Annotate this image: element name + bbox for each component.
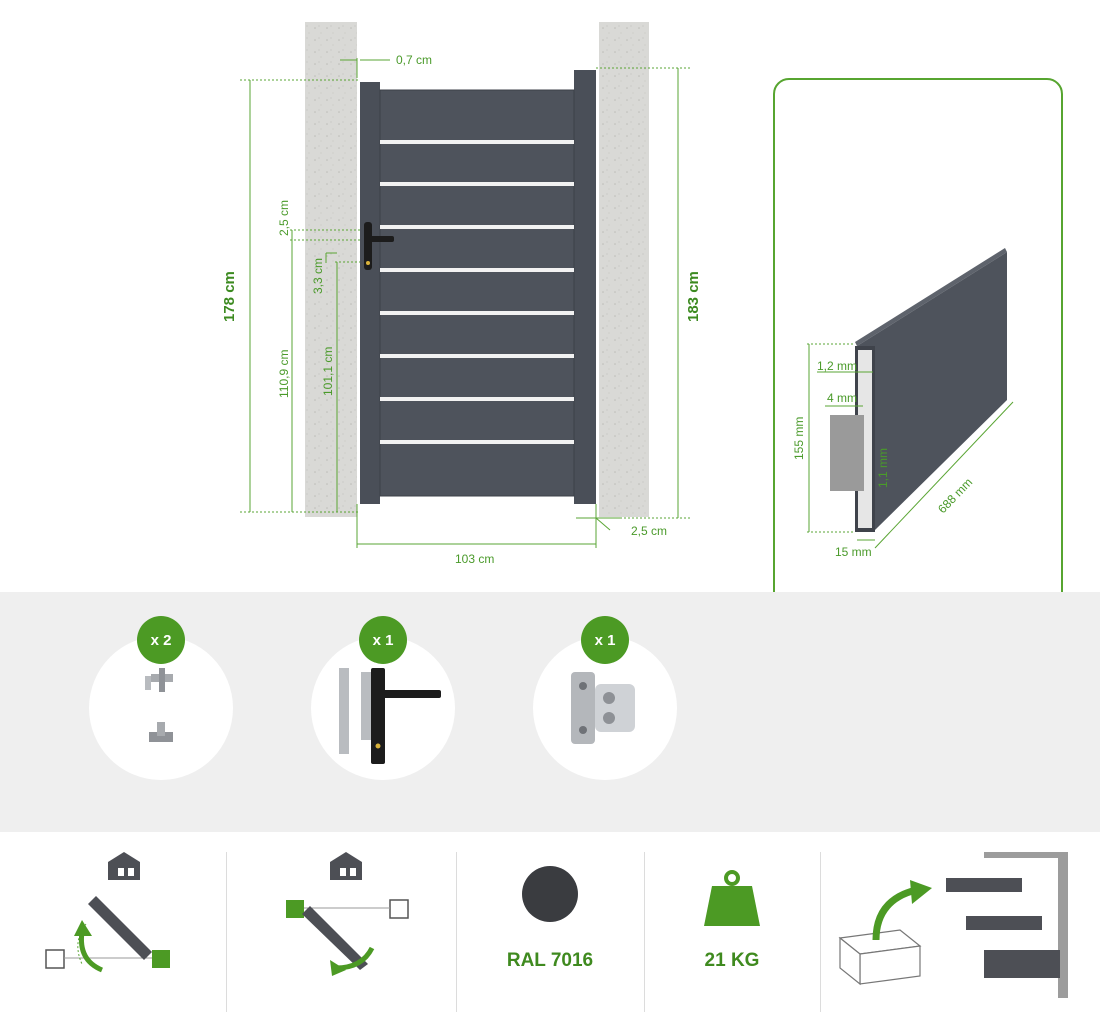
hinge-set-icon	[145, 668, 173, 742]
assembly-icon	[838, 852, 1068, 998]
gate-frame-left	[360, 82, 380, 504]
dim-insert: 4 mm	[827, 391, 857, 405]
dim-lock-offset-top: 2,5 cm	[277, 200, 291, 236]
gate-drawing: 0,7 cm 2,5 cm 3,3 cm 178 cm 110,9 cm 101…	[221, 22, 702, 566]
color-swatch	[522, 866, 578, 922]
gate-slats	[380, 140, 574, 444]
gate-panel	[380, 90, 574, 496]
left-post	[305, 22, 357, 517]
accessory-hinges-qty: x 2	[137, 616, 185, 664]
dim-profile-height: 155 mm	[792, 417, 806, 460]
profile-diagram: 1,2 mm 4 mm 155 mm 1,1 mm 688 mm 15 mm	[792, 248, 1014, 559]
color-label: RAL 7016	[506, 950, 594, 971]
dim-wall-top: 1,2 mm	[817, 359, 857, 373]
lock-handle-icon	[339, 668, 441, 764]
gate-frame-right	[574, 70, 596, 504]
dim-height-total: 178 cm	[221, 271, 238, 322]
dim-gap-bottom: 2,5 cm	[631, 524, 667, 538]
door-handle	[364, 222, 394, 270]
opening-outward-icon	[286, 852, 409, 976]
accessory-stop-qty: x 1	[581, 616, 629, 664]
feature-row	[0, 832, 1100, 1016]
dim-width: 103 cm	[455, 552, 494, 566]
weight-icon	[704, 870, 760, 926]
accessory-lock-qty: x 1	[359, 616, 407, 664]
right-post	[599, 22, 649, 517]
dim-length: 688 mm	[935, 475, 975, 516]
dim-height-lower: 110,9 cm	[277, 350, 291, 398]
svg-text:0,7 cm: 0,7 cm	[396, 53, 432, 67]
dim-height-post: 183 cm	[685, 271, 702, 322]
dim-depth: 15 mm	[835, 545, 872, 559]
dim-wall-side: 1,1 mm	[876, 448, 890, 488]
opening-inward-icon	[45, 852, 170, 973]
gate-stop-icon	[571, 672, 635, 744]
weight-label: 21 KG	[704, 950, 760, 971]
dim-height-lock: 101,1 cm	[321, 347, 335, 396]
dim-lock-offset: 3,3 cm	[311, 258, 325, 294]
